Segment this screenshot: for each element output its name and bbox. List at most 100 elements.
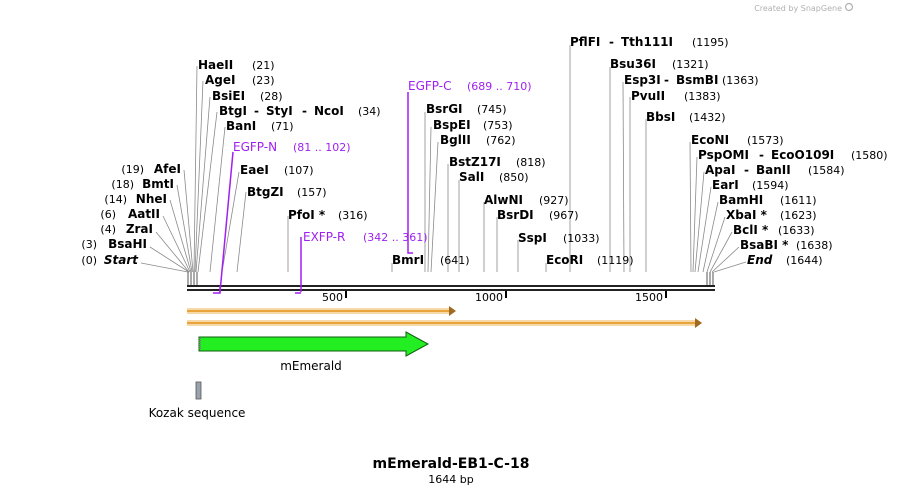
site-alwni-pos: (927): [539, 194, 569, 207]
site-esp3i-name: Esp3I: [624, 73, 661, 87]
site-bstz17i-name: BstZ17I: [449, 155, 501, 169]
site-btgi-name: BtgI: [219, 104, 247, 118]
site-bani-name: BanI: [226, 119, 256, 133]
site-afei-name: AfeI: [154, 162, 181, 176]
site-bmri-name: BmrI: [392, 253, 424, 267]
site-btgzi-pos: (157): [297, 186, 327, 199]
site-bsrgi-pos: (745): [477, 103, 507, 116]
site-ecoo109i-name: EcoO109I: [771, 148, 834, 162]
primer-egfp-c-range: (689 .. 710): [467, 80, 532, 93]
site-bbsi-name: BbsI: [646, 110, 675, 124]
site-bsiei-name: BsiEI: [212, 89, 245, 103]
site-econi-name: EcoNI: [691, 133, 729, 147]
site-tth111i-name: Tth111I: [621, 35, 673, 49]
ruler-label-1000: 1000: [475, 291, 503, 304]
site-aatii-name: AatII: [128, 207, 160, 221]
left-site-labels: Start (0) BsaHI (3) ZraI (4) AatII (6) N…: [81, 162, 181, 267]
site-start-name: Start: [104, 253, 139, 267]
site-nhei-pos: (14): [104, 193, 127, 206]
primer-egfp-n-range: (81 .. 102): [293, 141, 351, 154]
primer-markers: [213, 92, 413, 294]
site-pspomi-name: PspOMI: [698, 148, 749, 162]
site-pfoi-pos: (316): [338, 209, 368, 222]
site-pspomi-sep: -: [759, 148, 764, 162]
site-zrai-pos: (4): [100, 223, 116, 236]
site-bmti-pos: (18): [111, 178, 134, 191]
site-pvuii-name: PvuII: [631, 89, 665, 103]
site-pfoi-name: PfoI *: [288, 208, 326, 222]
site-pvuii-pos: (1383): [684, 90, 721, 103]
site-bspei-name: BspEI: [433, 118, 471, 132]
site-eari-pos: (1594): [752, 179, 789, 192]
site-haeii-name: HaeII: [198, 58, 233, 72]
site-pflfi-name: PflFI: [570, 35, 600, 49]
site-sspi-name: SspI: [518, 231, 547, 245]
snapgene-logo-icon: [844, 2, 854, 12]
site-end-name: End: [747, 253, 773, 267]
site-btgi-sep2: -: [302, 104, 307, 118]
site-end-pos: (1644): [786, 254, 823, 267]
primer-egfp-c-name: EGFP-C: [408, 79, 451, 93]
site-start-pos: (0): [81, 254, 97, 267]
site-esp3i-pos: (1363): [722, 74, 759, 87]
site-bamhi-pos: (1611): [780, 194, 817, 207]
orf-arrows: [187, 306, 702, 328]
upper-left-site-labels: HaeII (21) AgeI (23) BsiEI (28) BtgI - S…: [198, 58, 470, 267]
site-apai-sep: -: [744, 163, 749, 177]
site-bsabi-name: BsaBI *: [740, 238, 789, 252]
site-bsrgi-name: BsrGI: [426, 102, 463, 116]
site-bcli-name: BclI *: [733, 223, 769, 237]
site-bstz17i-pos: (818): [516, 156, 546, 169]
site-xbai-name: XbaI *: [726, 208, 768, 222]
kozak-feature: Kozak sequence: [149, 381, 246, 420]
orf-arrow-2: [187, 318, 702, 328]
site-esp3i-sep: -: [664, 73, 669, 87]
site-aatii-pos: (6): [100, 208, 116, 221]
site-bcli-pos: (1633): [778, 224, 815, 237]
orf-arrow-1: [187, 306, 456, 316]
site-bglii-name: BglII: [440, 133, 471, 147]
gene-memerald-label: mEmerald: [280, 359, 342, 373]
primer-exfp-r-range: (342 .. 361): [363, 231, 428, 244]
site-ecori-pos: (1119): [597, 254, 634, 267]
site-bmri-pos: (641): [440, 254, 470, 267]
site-bsu36i-name: Bsu36I: [610, 57, 656, 71]
watermark-text: Created by SnapGene: [754, 4, 842, 13]
site-bsahi-pos: (3): [81, 238, 97, 251]
primer-egfp-n-name: EGFP-N: [233, 140, 277, 154]
site-sali-pos: (850): [499, 171, 529, 184]
site-ticks: [187, 272, 714, 286]
site-styi-name: StyI: [266, 104, 293, 118]
site-bmti-name: BmtI: [142, 177, 174, 191]
site-agei-name: AgeI: [205, 73, 235, 87]
site-haeii-pos: (21): [252, 59, 275, 72]
site-sali-name: SalI: [459, 170, 484, 184]
site-bglii-pos: (762): [486, 134, 516, 147]
site-eaei-pos: (107): [284, 164, 314, 177]
map-title: mEmerald-EB1-C-18: [373, 456, 530, 472]
site-ncoi-name: NcoI: [314, 104, 344, 118]
kozak-label: Kozak sequence: [149, 406, 246, 420]
site-pflfi-pos: (1195): [692, 36, 729, 49]
site-apai-pos: (1584): [808, 164, 845, 177]
ruler-label-1500: 1500: [635, 291, 663, 304]
site-btgzi-name: BtgZI: [247, 185, 284, 199]
dna-backbone: [187, 285, 715, 291]
site-bani-pos: (71): [271, 120, 294, 133]
site-eaei-name: EaeI: [240, 163, 269, 177]
site-pflfi-sep: -: [609, 35, 614, 49]
site-banii-name: BanII: [756, 163, 791, 177]
site-btgi-sep1: -: [254, 104, 259, 118]
ruler: 500 1000 1500: [322, 291, 667, 304]
site-econi-pos: (1573): [747, 134, 784, 147]
site-bspei-pos: (753): [483, 119, 513, 132]
site-ecori-name: EcoRI: [546, 253, 583, 267]
gene-memerald: mEmerald: [198, 331, 430, 373]
site-sspi-pos: (1033): [563, 232, 600, 245]
site-bamhi-name: BamHI: [719, 193, 763, 207]
site-bbsi-pos: (1432): [689, 111, 726, 124]
site-btgi-pos: (34): [358, 105, 381, 118]
site-bsabi-pos: (1638): [796, 239, 833, 252]
